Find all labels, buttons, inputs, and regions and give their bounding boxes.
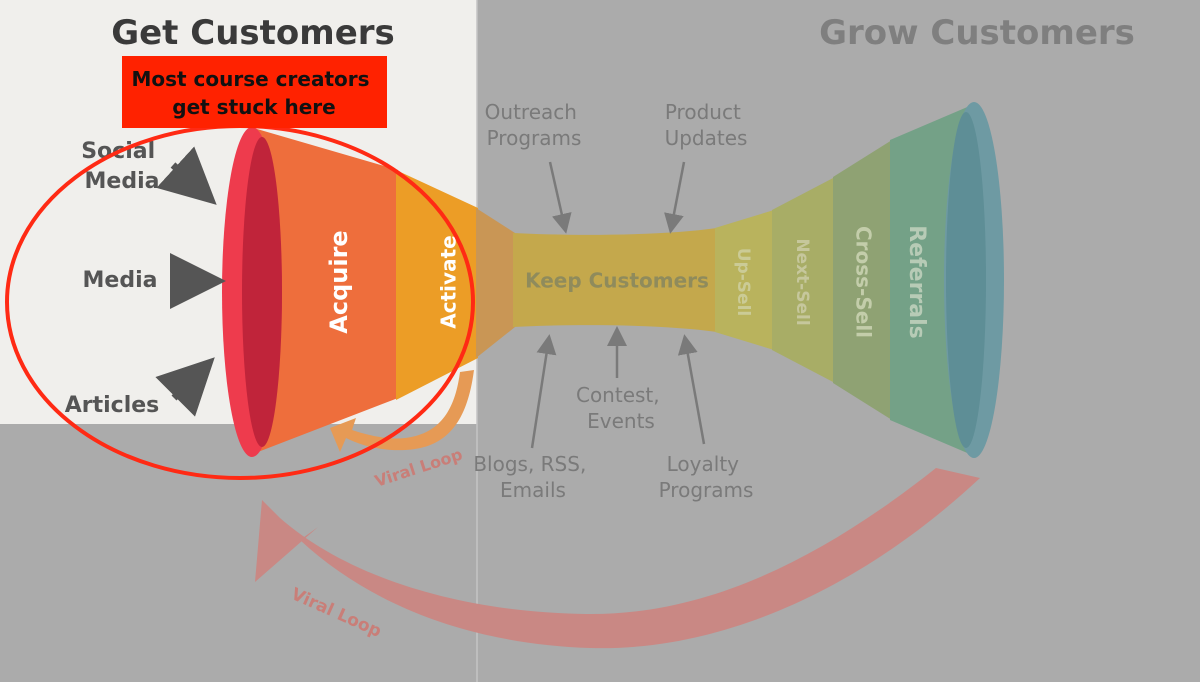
influence-product-arrow: [664, 161, 686, 234]
influence-product-line1: Product: [665, 100, 741, 124]
influence-blogs-line1: Blogs, RSS,: [473, 452, 586, 476]
funnel-label-upsell: Up-Sell: [733, 248, 753, 316]
influence-loyalty-line1: Loyalty: [667, 452, 740, 476]
influence-contest-line2: Events: [587, 409, 655, 433]
callout-text: Most course creators get stuck here: [131, 67, 376, 119]
influence-outreach-label: Outreach Programs: [485, 100, 584, 150]
influence-loyalty-line2: Programs: [659, 478, 754, 502]
title-get-customers: Get Customers: [111, 13, 395, 53]
outer-viral-loop-arrow: [255, 468, 980, 649]
callout-box: [122, 56, 387, 128]
funnel-right-mouth-inner: [946, 112, 986, 448]
influence-blogs-line2: Emails: [500, 478, 566, 502]
funnel-label-nextsell: Next-Sell: [792, 238, 812, 325]
influence-contest-line1: Contest,: [576, 383, 660, 407]
funnel-label-activate: Activate: [437, 235, 461, 328]
funnel-band-activate: [396, 170, 478, 400]
funnel-band-nextsell: [772, 177, 835, 383]
funnel-band-upsell: [715, 210, 774, 350]
source-social-arrow: [156, 146, 217, 205]
funnel-label-crosssell: Cross-Sell: [852, 226, 876, 338]
influence-outreach-line1: Outreach: [485, 100, 577, 124]
source-media-label: Media: [83, 268, 158, 293]
influence-contest-label: Contest, Events: [576, 383, 666, 433]
funnel-band-acquire: [250, 127, 398, 455]
funnel-label-acquire: Acquire: [325, 230, 353, 333]
title-grow-customers: Grow Customers: [819, 13, 1135, 53]
funnel-band-crosssell: [833, 140, 892, 420]
funnel-left-mouth-inner: [242, 137, 282, 447]
influence-loyalty-label: Loyalty Programs: [659, 452, 754, 502]
inner-viral-loop-arrow: [330, 370, 474, 452]
influence-loyalty-arrow: [677, 334, 706, 445]
callout-line2: get stuck here: [172, 95, 335, 119]
source-articles-label: Articles: [65, 393, 160, 418]
influence-product-line2: Updates: [665, 126, 748, 150]
funnel-label-keep: Keep Customers: [525, 269, 709, 293]
source-articles-arrow: [155, 357, 215, 417]
callout-line1: Most course creators: [131, 67, 369, 91]
influence-blogs-label: Blogs, RSS, Emails: [473, 452, 592, 502]
influence-outreach-line2: Programs: [487, 126, 582, 150]
funnel-label-referrals: Referrals: [904, 225, 929, 339]
funnel-band-keep: [513, 228, 717, 332]
funnel-band-activate-dim: [476, 208, 515, 358]
influence-blogs-arrow: [530, 334, 557, 449]
influence-outreach-arrow: [548, 161, 572, 234]
influence-product-label: Product Updates: [665, 100, 748, 150]
source-social-line2: Media: [85, 169, 160, 194]
